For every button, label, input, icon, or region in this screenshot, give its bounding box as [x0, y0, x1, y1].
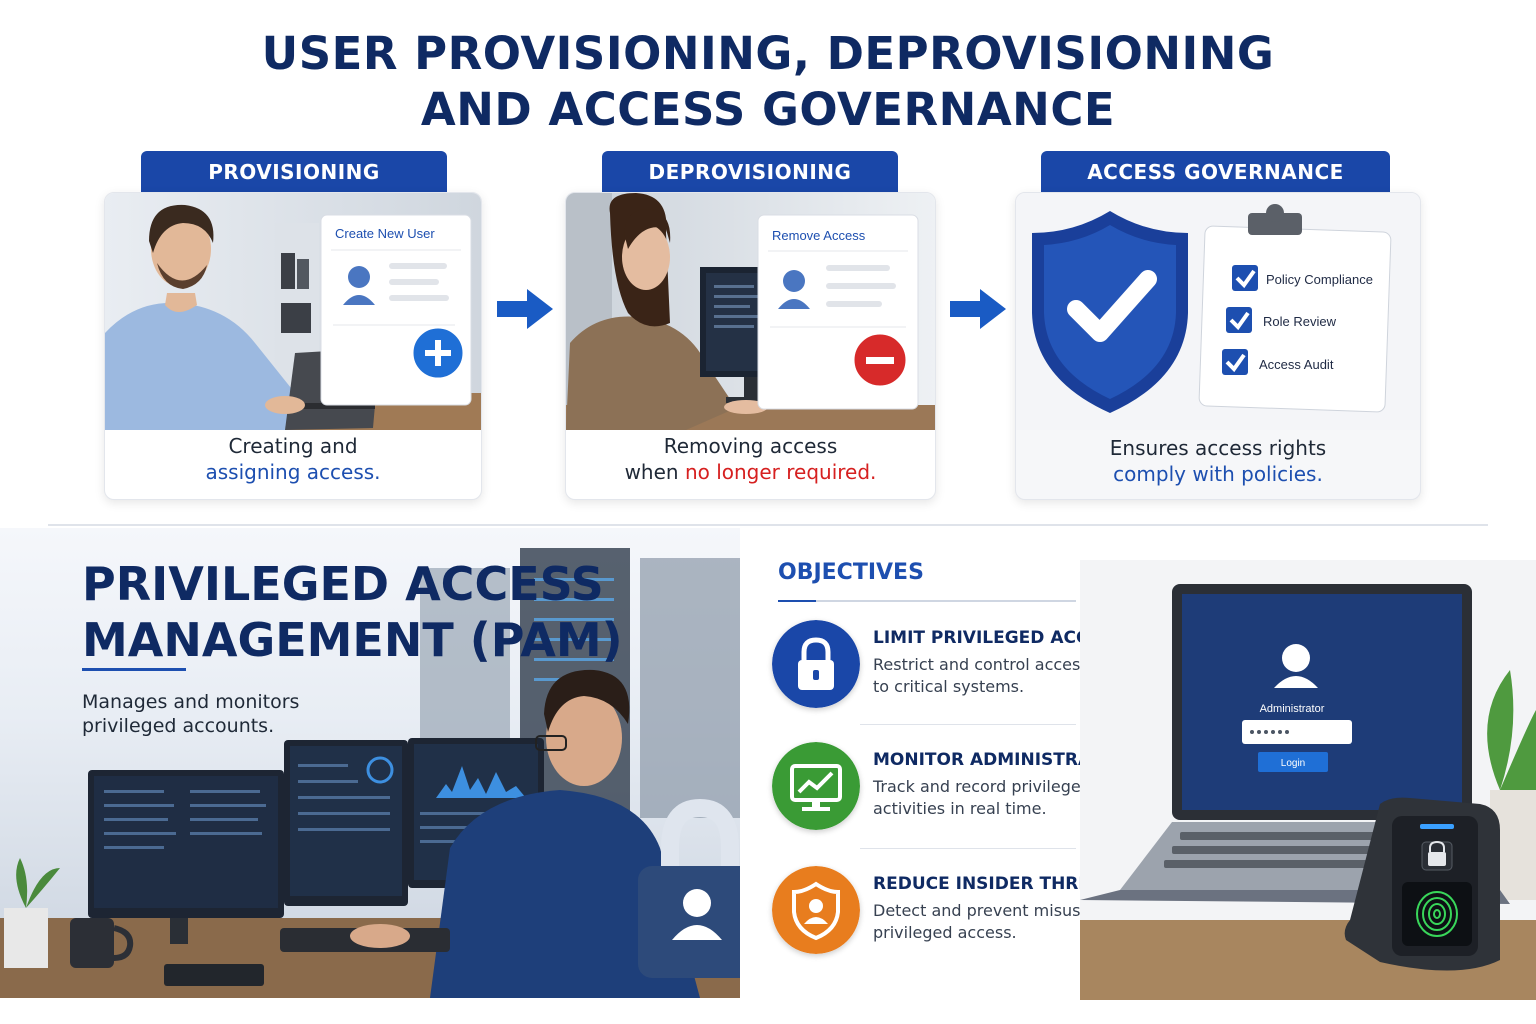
objectives-title: OBJECTIVES [778, 560, 924, 585]
pam-title: PRIVILEGED ACCESS MANAGEMENT (PAM) [82, 557, 623, 667]
remove-access-dialog-title: Remove Access [772, 228, 866, 243]
deprovisioning-caption: Removing access when no longer required. [624, 434, 877, 484]
lock-icon [772, 620, 860, 708]
page-title-line-2: AND ACCESS GOVERNANCE [420, 83, 1116, 136]
arrow-right-icon [497, 289, 553, 329]
svg-text:Role Review: Role Review [1263, 314, 1337, 329]
governance-caption: Ensures access rights comply with polici… [1109, 436, 1327, 486]
objective-divider [860, 848, 1076, 849]
objective-divider [860, 724, 1076, 725]
pam-workstation-illustration [0, 548, 740, 998]
svg-text:Policy Compliance: Policy Compliance [1266, 272, 1373, 287]
laptop-login-illustration: Administrator Login [1080, 560, 1536, 1000]
tab-access-governance: ACCESS GOVERNANCE [1041, 151, 1390, 193]
monitor-chart-icon [772, 742, 860, 830]
fingerprint-icon [1416, 891, 1458, 937]
deprovisioning-card: Remove Access Removing access when no lo… [565, 192, 936, 500]
tab-deprovisioning: DEPROVISIONING [602, 151, 898, 193]
clipboard-checklist: Policy Compliance Role Review Access Aud… [1198, 204, 1392, 413]
section-divider [48, 524, 1488, 526]
padlock-user-icon [638, 798, 740, 978]
pam-description: Manages and monitors privileged accounts… [82, 691, 300, 737]
governance-graphic: Policy Compliance Role Review Access Aud… [1016, 193, 1420, 430]
shield-check-icon [1032, 211, 1188, 413]
create-user-dialog-title: Create New User [335, 226, 435, 241]
lock-icon [1421, 840, 1453, 871]
login-user-label: Administrator [1260, 703, 1325, 715]
objectives-underline [778, 600, 1076, 602]
deprovisioning-illustration: Remove Access [566, 193, 935, 430]
deprovisioning-photo: Remove Access [566, 193, 935, 430]
arrow-right-icon [950, 289, 1006, 329]
provisioning-photo: Create New User [105, 193, 481, 430]
checkbox-icon [1232, 265, 1258, 291]
provisioning-caption: Creating and assigning access. [205, 434, 381, 484]
password-field [1242, 720, 1352, 744]
objective-limit-privileged-access: LIMIT PRIVILEGED ACCESS Restrict and con… [772, 620, 1152, 710]
svg-text:Login: Login [1281, 758, 1305, 769]
login-scene: Administrator Login [1080, 560, 1536, 1000]
provisioning-card: Create New User Creating and assigning a… [104, 192, 482, 500]
page-title: USER PROVISIONING, DEPROVISIONING AND AC… [0, 26, 1536, 138]
objective-reduce-insider-threats: REDUCE INSIDER THREATS Detect and preven… [772, 866, 1152, 956]
fingerprint-scanner [1344, 797, 1500, 971]
checkbox-icon [1222, 349, 1248, 375]
svg-text:Access Audit: Access Audit [1259, 357, 1334, 372]
provisioning-illustration: Create New User [105, 193, 481, 430]
access-governance-card: Policy Compliance Role Review Access Aud… [1015, 192, 1421, 500]
checkbox-icon [1226, 307, 1252, 333]
tab-provisioning: PROVISIONING [141, 151, 447, 193]
shield-user-icon [772, 866, 860, 954]
pam-background [0, 528, 740, 998]
login-button [1258, 752, 1328, 772]
pam-title-underline [82, 668, 186, 671]
page-title-line-1: USER PROVISIONING, DEPROVISIONING [261, 27, 1275, 80]
governance-illustration: Policy Compliance Role Review Access Aud… [1016, 193, 1420, 430]
